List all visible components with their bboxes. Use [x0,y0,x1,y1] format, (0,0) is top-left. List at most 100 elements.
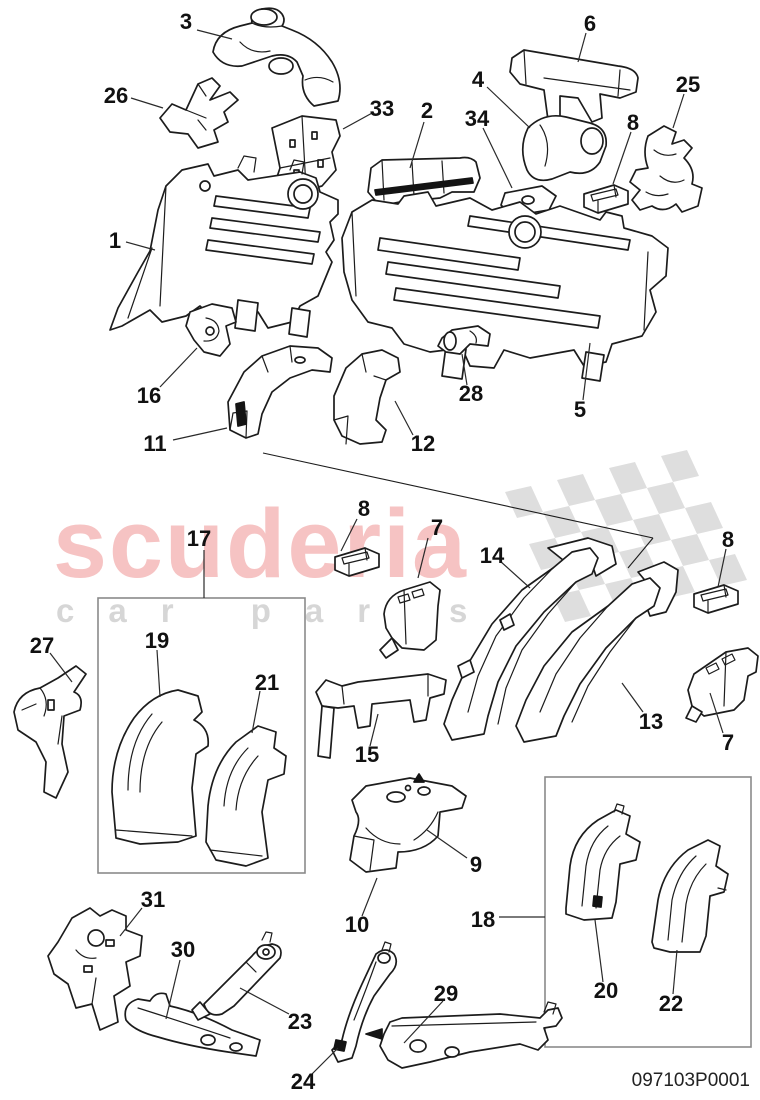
leader-line-29 [403,1000,444,1044]
part-13-channel-rail [515,561,679,743]
part-24-corner-bracket [331,941,398,1063]
leader-line-30 [165,959,181,1020]
callout-31[interactable]: 31 [141,887,165,912]
leader-line-8 [612,131,632,185]
flag-cell [633,514,671,546]
callout-27[interactable]: 27 [30,633,54,658]
callout-4[interactable]: 4 [472,67,485,92]
leader-line-2 [409,121,425,169]
leader-line-10 [361,877,378,917]
callout-26[interactable]: 26 [104,83,128,108]
part-26-bracket [159,77,239,149]
callout-17[interactable]: 17 [187,526,211,551]
part-11-sound-insulator [227,345,333,439]
part-25-wiring-bracket [629,125,703,213]
callout-23[interactable]: 23 [288,1009,312,1034]
part-7-relay-bracket-right [685,647,759,723]
callout-18[interactable]: 18 [471,907,495,932]
flag-cell [505,486,543,518]
part-5-cowl-panel-right [341,191,669,382]
callout-11[interactable]: 11 [143,431,166,456]
part-21-wheelhouse-liner [205,725,287,867]
callout-29[interactable]: 29 [434,981,458,1006]
group-box-1 [97,597,306,874]
part-7-relay-bracket-mid [379,581,441,659]
callout-34[interactable]: 34 [465,106,490,131]
leader-line-7 [417,537,429,579]
part-2-support-rail [367,156,481,207]
leader-line-16 [159,347,198,388]
flag-cell [595,494,633,526]
flag-cell [557,474,595,506]
callout-9[interactable]: 9 [470,852,482,877]
callout-28[interactable]: 28 [459,381,483,406]
callout-16[interactable]: 16 [137,383,161,408]
part-29-lower-rail [365,1001,563,1069]
callout-24[interactable]: 24 [291,1069,316,1094]
callout-19[interactable]: 19 [145,628,169,653]
callout-30[interactable]: 30 [171,937,195,962]
leader-line-4 [486,86,531,129]
callout-2[interactable]: 2 [421,98,433,123]
leader-line-13 [621,682,644,713]
part-4-air-duct [521,114,608,182]
flag-cell [647,482,685,514]
leader-line-34 [482,127,513,189]
group-boxes [97,597,752,1048]
callout-6[interactable]: 6 [584,11,596,36]
leader-line-5 [582,342,591,401]
leader-line-7 [709,692,724,734]
part-14-channel-rail [443,537,617,741]
callout-15[interactable]: 15 [355,742,379,767]
leader-line-26 [130,97,164,109]
flag-cell [661,450,699,482]
leader-line-8 [717,548,727,588]
reference-lines [262,452,654,569]
part-28-clamp [437,325,491,355]
part-30-support-arm [124,992,261,1057]
callout-12[interactable]: 12 [411,431,435,456]
callout-22[interactable]: 22 [659,991,683,1016]
part-19-wheelhouse-liner [111,689,210,845]
leader-line-1 [125,241,156,251]
callout-10[interactable]: 10 [345,912,369,937]
callout-8[interactable]: 8 [627,110,639,135]
callout-8[interactable]: 8 [358,496,370,521]
part-22-wheelhouse-liner [651,839,729,953]
part-8-connector-top [583,184,629,214]
flag-cell [709,554,747,586]
callout-33[interactable]: 33 [370,96,394,121]
callout-7[interactable]: 7 [722,730,734,755]
part-3-air-hose [212,7,341,107]
callout-3[interactable]: 3 [180,9,192,34]
callout-1[interactable]: 1 [109,228,121,253]
part-8-connector-right [693,584,739,614]
leader-line-11 [172,427,228,441]
callout-8[interactable]: 8 [722,527,734,552]
leader-line-33 [342,111,375,130]
leader-line-20 [594,919,604,983]
leader-line-25 [672,93,685,129]
leader-line-19 [156,649,161,698]
callout-21[interactable]: 21 [255,670,279,695]
flag-cell [671,534,709,566]
callout-5[interactable]: 5 [574,397,586,422]
part-23-strut-brace [191,931,282,1021]
part-31-bracket-assembly [47,907,143,1031]
callout-14[interactable]: 14 [480,543,505,568]
callout-20[interactable]: 20 [594,978,618,1003]
leader-line-23 [239,987,290,1015]
part-1-cowl-panel-left [109,155,339,338]
leader-line-12 [394,400,414,436]
leader-line-3 [196,29,233,40]
callout-13[interactable]: 13 [639,709,663,734]
callout-7[interactable]: 7 [431,515,443,540]
part-9-10-tunnel-bracket [349,773,467,873]
leader-line-6 [577,32,587,63]
flag-cell [685,502,723,534]
leader-line-15 [369,713,379,747]
callout-25[interactable]: 25 [676,72,700,97]
